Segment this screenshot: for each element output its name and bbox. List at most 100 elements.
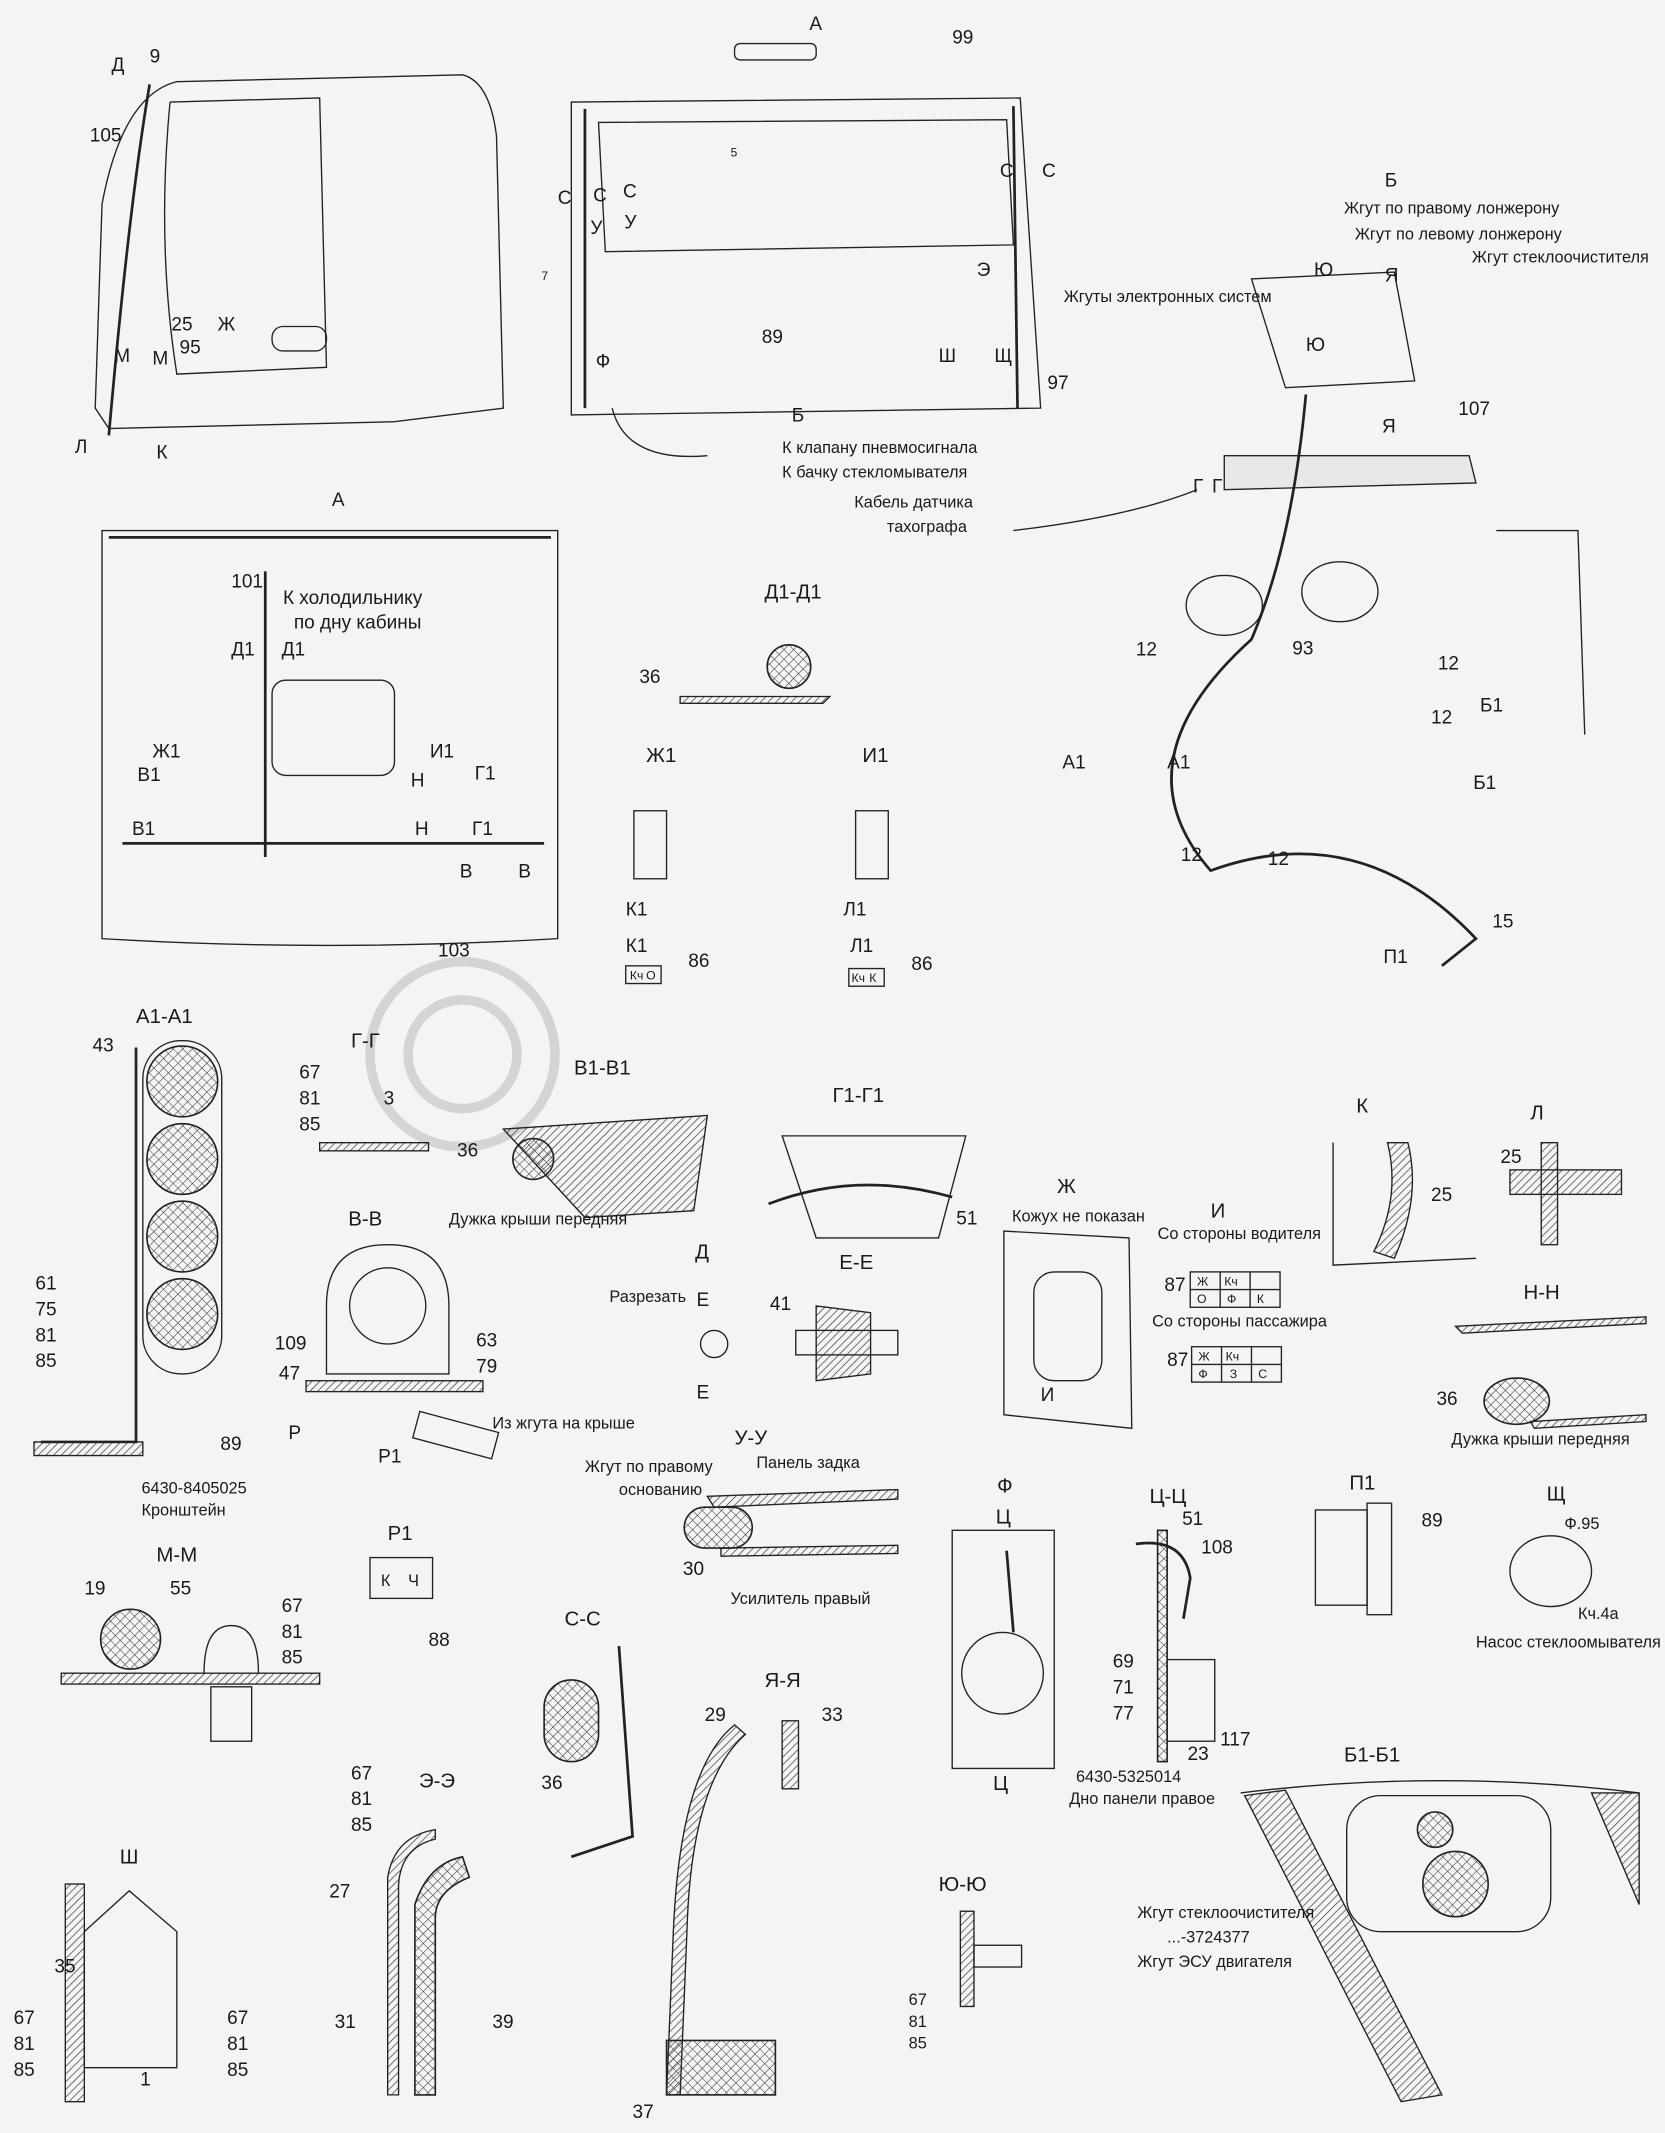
label-p1: П1 [1383,947,1407,968]
label-81: 81 [299,1089,320,1110]
note-tacho-cable: Кабель датчика [854,493,974,511]
label-12d: 12 [1181,845,1202,866]
label-27: 27 [329,1882,350,1903]
label-7: 7 [541,269,548,283]
note-rear-panel: Панель задка [756,1454,860,1472]
note-driver-side: Со стороны водителя [1158,1225,1321,1243]
label-ts: Ц [996,1507,1011,1529]
label-e: Е [696,1382,709,1403]
label-c2: С [593,185,607,206]
label-f: Ф [596,351,610,372]
label-99: 99 [952,28,973,49]
label-shch: Щ [994,346,1012,367]
section-zh1: Ж1 К1 [626,745,677,921]
section-sh: Ш 35 67 81 85 1 67 81 85 [14,1847,248,2103]
label-101: 101 [231,572,263,593]
note-right-base-harness: Жгут по правому [585,1458,714,1476]
pin-k: К [381,1572,391,1590]
section-title: Н-Н [1524,1282,1560,1304]
cab-side-view: Д 9 105 25 Ж 95 М М Л К [75,47,505,463]
pin: Ж [1198,1349,1210,1363]
label-m2: М [152,349,168,370]
section-title: Щ [1547,1483,1566,1505]
section-b1-b1: Б1-Б1 Жгут стеклоочистителя ...-3724377 … [1137,1745,1640,2103]
label-67: 67 [351,1763,372,1784]
pin-o: О [646,968,656,982]
section-title: К [1356,1096,1368,1118]
label-81: 81 [35,1325,56,1346]
label-sh: Ш [939,346,956,367]
label-51: 51 [1182,1509,1203,1530]
label-e: Е [696,1290,709,1311]
label-89: 89 [1422,1510,1443,1531]
note-passenger-side: Со стороны пассажира [1152,1312,1328,1330]
label-51: 51 [956,1208,977,1229]
section-yu-yu: Ю-Ю 67 81 85 [909,1874,1023,2053]
pin-ch: Ч [408,1572,419,1590]
label-na: Н [411,770,425,791]
pin: Ф [1198,1367,1207,1381]
note-electronic-harnesses: Жгуты электронных систем [1064,288,1272,306]
label-v1b: В1 [132,819,155,840]
section-d: Д Разрезать Е Е [609,1241,729,1403]
section-f: Ф Ц Ц 6430-5325014 Дно панели правое [951,1475,1215,1808]
label-85: 85 [909,2035,927,2053]
label-87: 87 [1167,1350,1188,1371]
section-v-v: В-В 109 47 Р Р1 63 79 Из жгута на крыше [275,1209,635,1468]
label-95: 95 [180,338,201,359]
pin-k: К [869,971,877,985]
section-title: Ж1 [646,745,676,767]
label-75: 75 [35,1299,56,1320]
label-43: 43 [93,1036,114,1057]
note-from-roof-harness: Из жгута на крыше [492,1414,634,1432]
label-u2: У [624,213,637,234]
label-37: 37 [633,2102,654,2123]
label-r1: Р1 [378,1446,401,1467]
label-19: 19 [84,1578,105,1599]
label-67: 67 [299,1063,320,1084]
label-81: 81 [909,2013,927,2031]
label-67: 67 [909,1991,927,2009]
pin: К [1257,1292,1265,1306]
connector-passenger: Ж Кч Ф З С [1190,1346,1283,1383]
section-title: Е-Е [839,1252,873,1274]
label-zh: Ж [218,315,236,336]
label-85: 85 [14,2060,35,2081]
label-103: 103 [438,940,470,961]
section-title: У-У [735,1428,769,1450]
label-f95: Ф.95 [1564,1515,1599,1533]
label-c3: С [623,181,637,202]
section-ts-ts: Ц-Ц 51 108 69 71 77 23 117 [1113,1486,1251,1765]
label-g1: Г [1193,476,1203,497]
label-i: И [1041,1385,1055,1406]
label-3: 3 [384,1089,395,1110]
view-b: Б Жгут по правому лонжерону Жгут по лево… [1013,170,1649,968]
label-va: В [460,861,473,882]
section-title: Ц-Ц [1149,1486,1186,1508]
section-title: П1 [1349,1473,1375,1495]
label-25: 25 [1431,1185,1452,1206]
label-ya2: Я [1382,417,1396,438]
label-39: 39 [492,2012,513,2033]
label-93: 93 [1292,638,1313,659]
section-i1: И1 Л1 [843,745,889,921]
section-i: И Со стороны водителя 87 Ж Кч О Ф К Со с… [1152,1200,1328,1383]
label-41: 41 [770,1294,791,1315]
section-title: Б1-Б1 [1344,1745,1400,1767]
label-kch4a: Кч.4а [1578,1605,1620,1623]
pin-kch: Кч [852,971,866,985]
label-a: А [809,14,822,35]
label-l1: Л1 [843,900,866,921]
label-e: Э [977,260,991,281]
note-front-roof-arch: Дужка крыши передняя [449,1210,627,1228]
label-108: 108 [1201,1537,1233,1558]
label-m1: М [114,346,130,367]
section-title: К1 [626,936,648,957]
section-title: А1-А1 [136,1006,193,1028]
label-67: 67 [227,2008,248,2029]
section-k1: К1 Кч О 86 [625,936,709,985]
label-v1a: В1 [137,765,160,786]
section-title: Г-Г [351,1030,380,1052]
label-d: Д [112,55,125,76]
pin: С [1258,1367,1267,1381]
